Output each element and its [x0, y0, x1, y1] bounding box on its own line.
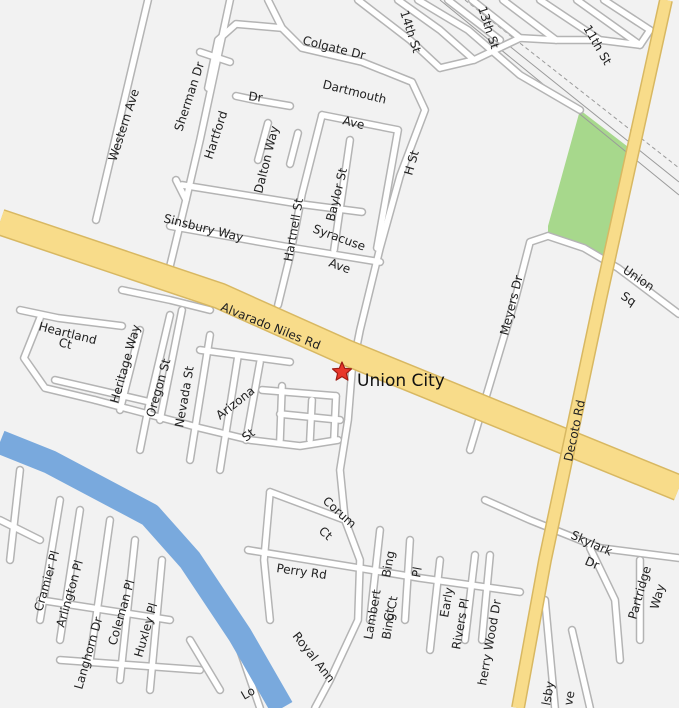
street-label: Ct [57, 335, 73, 352]
alvarado-niles-road [0, 210, 679, 500]
street-label: Early [437, 586, 456, 618]
street-label: Dr [583, 554, 602, 573]
street-label: Lo [239, 684, 258, 703]
place-label: Union City [357, 371, 445, 391]
street-label: Ave [341, 113, 366, 132]
street-label: Dr [248, 89, 264, 105]
location-marker[interactable]: Union City [331, 361, 445, 391]
street-label: ve [561, 690, 577, 707]
decoto-road [512, 0, 672, 708]
street-label: lsby [539, 680, 557, 706]
street-label: Perry Rd [276, 561, 328, 582]
street-label: H St [401, 148, 421, 176]
street-label: Ct [381, 607, 397, 623]
street-label: Pl [409, 566, 425, 579]
street-label: Way [647, 582, 668, 610]
water-channel [0, 430, 293, 708]
star-icon [331, 361, 353, 381]
street-label: Bing [379, 550, 397, 579]
